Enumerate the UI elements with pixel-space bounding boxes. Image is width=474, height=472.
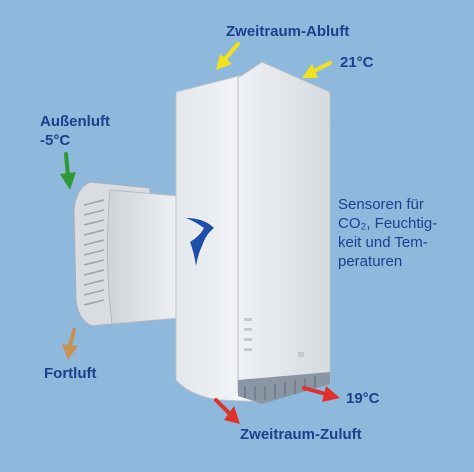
sensoren-line-2: CO₂, Feuchtig-	[338, 215, 438, 232]
sensoren-line-1: Sensoren für	[338, 196, 424, 213]
label-zweitraum-zuluft: Zweitraum-Zuluft	[240, 426, 362, 443]
wall-duct	[106, 189, 181, 325]
sensoren-line-3: keit und Tem-	[338, 234, 428, 251]
label-temp-21: 21°C	[340, 54, 374, 71]
bird-swoosh-icon	[186, 218, 214, 266]
bottom-vent	[238, 372, 330, 404]
label-fortluft: Fortluft	[44, 365, 97, 382]
sensoren-line-4: peraturen	[338, 253, 403, 270]
arrow-zweitraum-zuluft	[214, 398, 240, 424]
label-aussenluft: Außenluft	[40, 113, 110, 130]
label-zweitraum-abluft: Zweitraum-Abluft	[226, 23, 350, 40]
arrow-zweitraum-abluft	[216, 42, 240, 70]
arrow-19c	[302, 386, 340, 402]
arrow-21c	[302, 61, 332, 78]
arrow-aussenluft	[60, 152, 76, 190]
sensor-slots	[244, 318, 304, 357]
label-temp-19: 19°C	[346, 390, 380, 407]
label-sensoren: Sensoren für CO₂, Feuchtig- keit und Tem…	[338, 195, 437, 271]
label-temp-minus5: -5°C	[40, 132, 71, 149]
arrow-fortluft	[62, 328, 78, 360]
